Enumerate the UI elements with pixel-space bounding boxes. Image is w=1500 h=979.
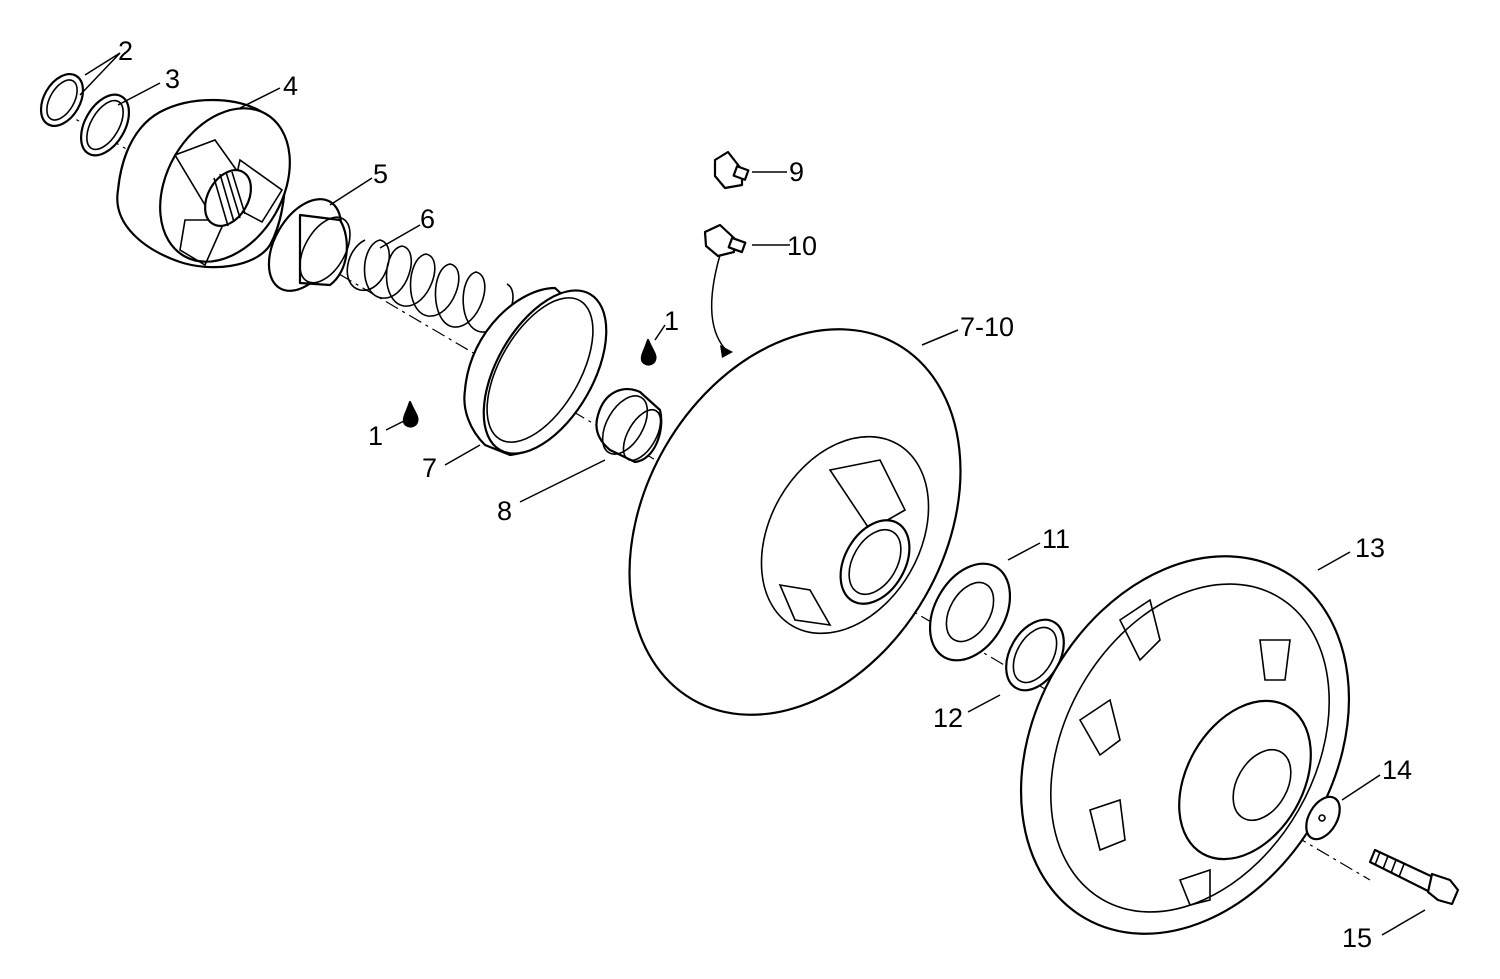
leader-14 — [1341, 774, 1381, 801]
part-fixed-sheave — [1019, 555, 1351, 935]
part-cam-housing — [116, 98, 291, 269]
leader-3 — [117, 82, 161, 106]
part-washer-11 — [928, 562, 1012, 662]
part-movable-sheave — [628, 328, 962, 716]
callout-14: 14 — [1382, 755, 1412, 785]
callout-15: 15 — [1342, 923, 1372, 953]
leader-1a — [654, 324, 666, 341]
arrow-head — [720, 345, 733, 358]
callout-10: 10 — [787, 231, 817, 261]
part-bushing — [595, 388, 663, 464]
part-sleeve — [267, 198, 351, 292]
leader-8 — [519, 459, 606, 503]
oil-drop-icon — [640, 338, 657, 366]
callout-13: 13 — [1355, 533, 1385, 563]
part-washer-14 — [1305, 795, 1341, 841]
callout-5: 5 — [373, 159, 388, 189]
callout-11: 11 — [1042, 524, 1070, 554]
leader-7 — [444, 444, 481, 466]
callout-3: 3 — [165, 64, 180, 94]
callout-9: 9 — [789, 157, 804, 187]
leader-6 — [379, 224, 421, 249]
callout-6: 6 — [420, 204, 435, 234]
leader-11 — [1007, 542, 1041, 561]
leader-4 — [239, 87, 281, 109]
leader-12 — [967, 694, 1001, 713]
part-bolt — [1368, 848, 1460, 906]
callout-7-10: 7-10 — [960, 312, 1014, 342]
part-snap-ring — [39, 73, 85, 127]
leader-15 — [1381, 909, 1426, 936]
callout-4: 4 — [283, 71, 298, 101]
part-spring — [346, 239, 514, 333]
part-cover-ring — [463, 286, 608, 457]
callout-8: 8 — [497, 496, 512, 526]
leader-1b — [385, 419, 407, 431]
oil-drop-icon — [402, 400, 419, 428]
part-ring — [79, 93, 131, 157]
leader-13 — [1317, 551, 1351, 571]
callout-1b: 1 — [368, 421, 383, 451]
callout-1a: 1 — [664, 306, 679, 336]
leader-2 — [79, 52, 121, 96]
leader-7-10 — [921, 329, 959, 346]
part-slider-10 — [703, 223, 747, 258]
leader-5 — [329, 177, 373, 206]
callout-7: 7 — [422, 453, 437, 483]
leader-10-arrow — [710, 254, 729, 353]
callout-12: 12 — [933, 703, 963, 733]
callout-2: 2 — [118, 36, 133, 66]
part-slider-9 — [713, 150, 750, 190]
